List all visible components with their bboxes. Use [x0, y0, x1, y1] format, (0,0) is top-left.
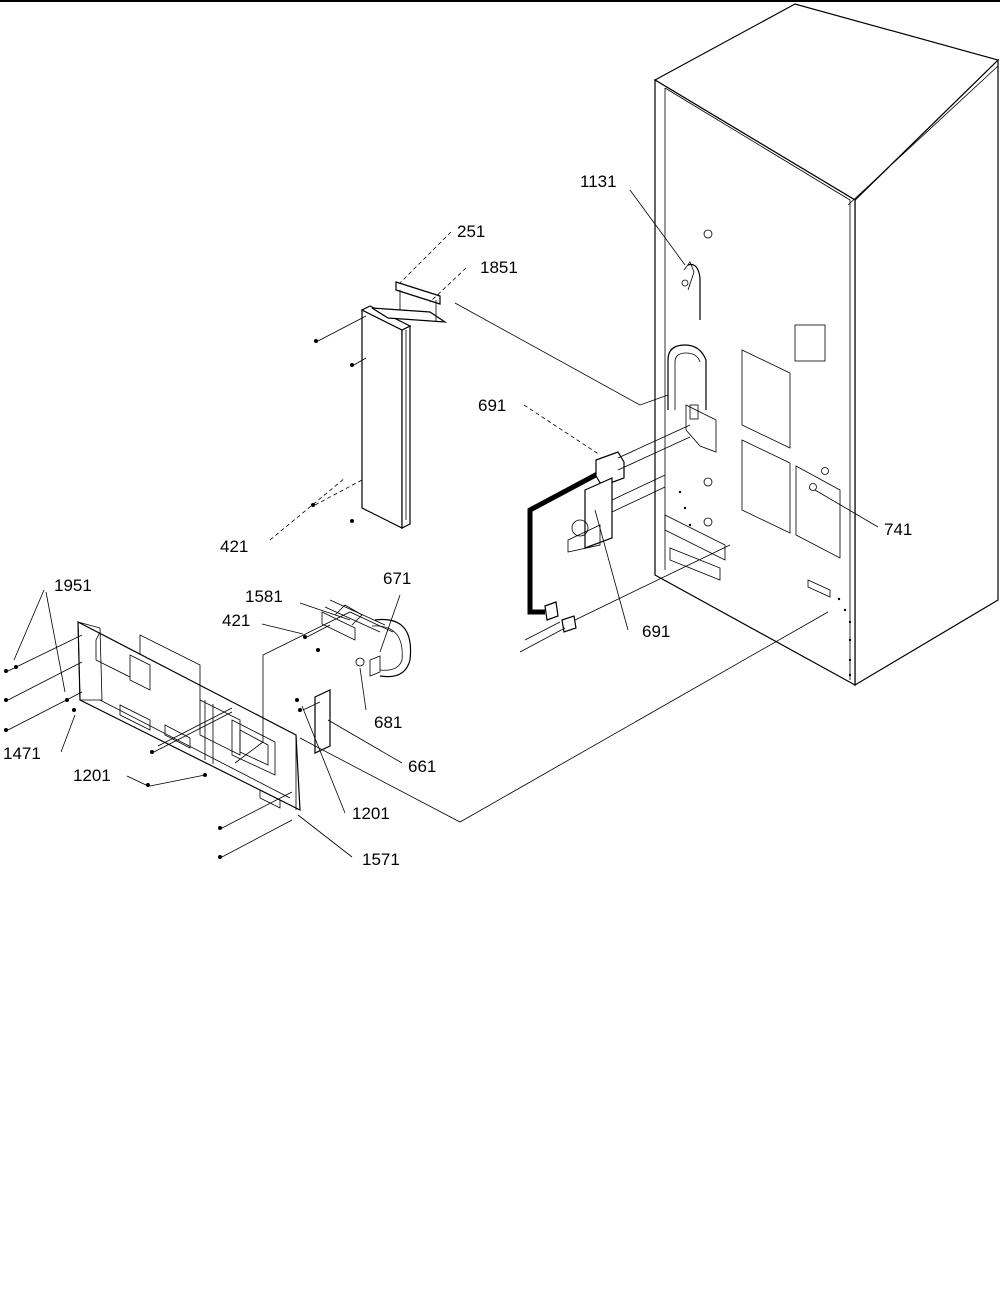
label-1201-left: 1201: [73, 766, 111, 785]
vertical-panel-421: [311, 281, 448, 529]
bracket-661-assembly: [295, 599, 412, 754]
water-hose: [527, 467, 607, 615]
label-1201-right: 1201: [352, 804, 390, 823]
reference-line-base: [299, 611, 829, 823]
reference-line-floor: [234, 611, 394, 764]
label-1951: 1951: [54, 576, 92, 595]
label-1571: 1571: [362, 850, 400, 869]
label-1131: 1131: [580, 172, 617, 191]
label-1851: 1851: [480, 258, 518, 277]
water-valve-assembly: [519, 424, 731, 653]
label-671: 671: [383, 569, 411, 588]
label-421-lower: 421: [222, 611, 250, 630]
label-421-upper: 421: [220, 537, 248, 556]
reference-line-back: [157, 707, 233, 747]
label-691-upper: 691: [478, 396, 506, 415]
label-1581: 1581: [245, 587, 283, 606]
label-1471: 1471: [3, 744, 41, 763]
label-741: 741: [884, 520, 912, 539]
leader-lines: [13, 189, 879, 858]
reference-line-upper: [454, 302, 669, 406]
label-691-lower: 691: [642, 622, 670, 641]
cabinet: [653, 3, 1000, 687]
part-labels: 1131 251 1851 691 741 421 1951 1581 671 …: [3, 172, 912, 869]
lower-rear-panel-1571: [4, 620, 301, 859]
label-251: 251: [457, 222, 485, 241]
label-681: 681: [374, 713, 402, 732]
label-661: 661: [408, 757, 436, 776]
